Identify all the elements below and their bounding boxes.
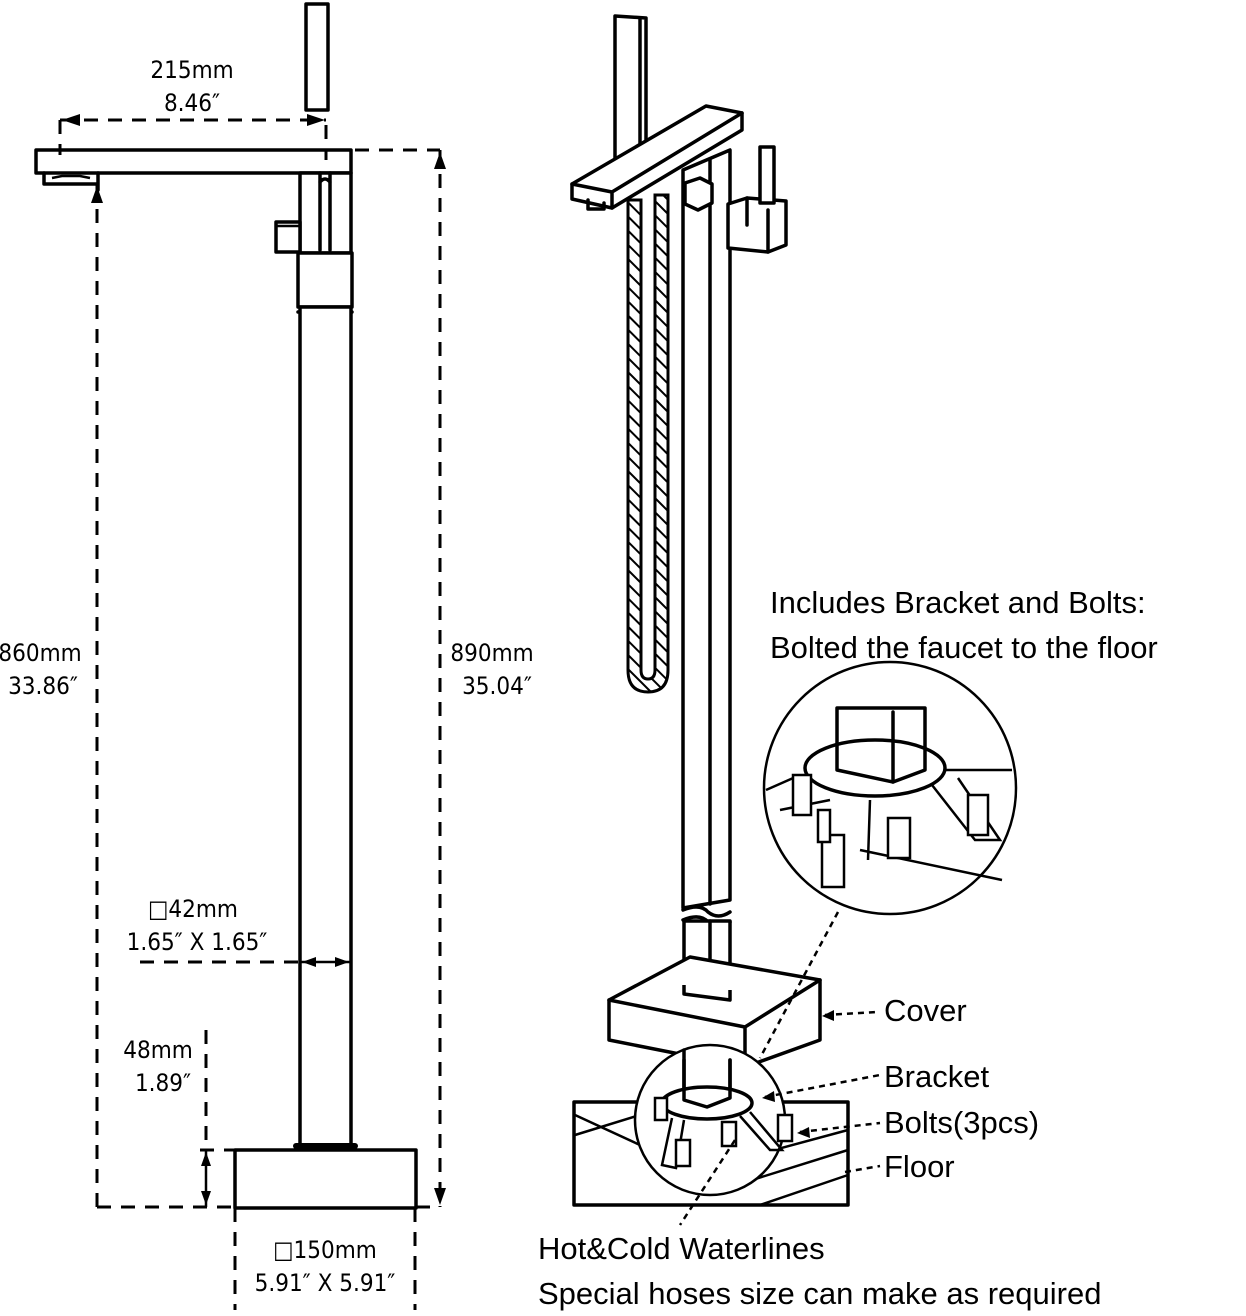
- note-line-2: Bolted the faucet to the floor: [770, 630, 1158, 665]
- bracket-leader: [764, 1073, 881, 1099]
- waterlines-title: Hot&Cold Waterlines: [538, 1231, 825, 1266]
- base-height-inch: 1.89″: [135, 1069, 191, 1097]
- waterlines-note: Special hoses size can make as required: [538, 1276, 1101, 1311]
- total-height-inch: 35.04″: [462, 672, 532, 700]
- cover-3d: [607, 955, 822, 1069]
- spout-3d: [570, 104, 744, 210]
- handle-lever: [758, 145, 776, 205]
- perspective-view: Includes Bracket and Bolts: Bolted the f…: [538, 14, 1158, 1311]
- spout-side: [34, 148, 353, 175]
- total-height-mm: 890mm: [450, 639, 533, 667]
- reach-inch: 8.46″: [164, 89, 220, 117]
- base-height-mm: 48mm: [123, 1036, 193, 1064]
- pipe-size-mm: □42mm: [148, 895, 238, 923]
- callout-bolts: Bolts(3pcs): [884, 1105, 1039, 1140]
- side-view: 215mm 8.46″ 860mm 33.86″ 890mm 35.04″ □4…: [0, 2, 534, 1310]
- handle-block: [726, 196, 788, 254]
- pipe-side: [298, 305, 353, 1147]
- callout-bracket: Bracket: [884, 1059, 989, 1094]
- upper-body: [298, 171, 353, 255]
- zoom-bolts: [791, 773, 990, 889]
- spout-height-mm: 860mm: [0, 639, 82, 667]
- zoom-column: [835, 706, 927, 784]
- pipe-size-inch: 1.65″ X 1.65″: [127, 928, 268, 956]
- spout-height-inch: 33.86″: [8, 672, 78, 700]
- mixer-body: [296, 251, 354, 309]
- note-line-1: Includes Bracket and Bolts:: [770, 585, 1146, 620]
- bolts-small: [653, 1096, 794, 1168]
- base-size-mm: □150mm: [273, 1236, 377, 1264]
- zoom-bracket-ring: [803, 738, 947, 798]
- base-size-inch: 5.91″ X 5.91″: [255, 1269, 396, 1297]
- shower-holder-rod: [304, 2, 330, 112]
- reach-mm: 215mm: [150, 56, 233, 84]
- cover-leader: [824, 1010, 879, 1017]
- column-3d: [681, 148, 732, 910]
- bracket-ring: [660, 1085, 754, 1121]
- diverter-knob-3d: [683, 176, 714, 212]
- floor-leader: [844, 1164, 881, 1174]
- bolts-leader: [799, 1121, 881, 1134]
- callout-cover: Cover: [884, 993, 967, 1028]
- shower-hose: [626, 193, 670, 694]
- callout-floor: Floor: [884, 1149, 955, 1184]
- base-side: [233, 1148, 418, 1210]
